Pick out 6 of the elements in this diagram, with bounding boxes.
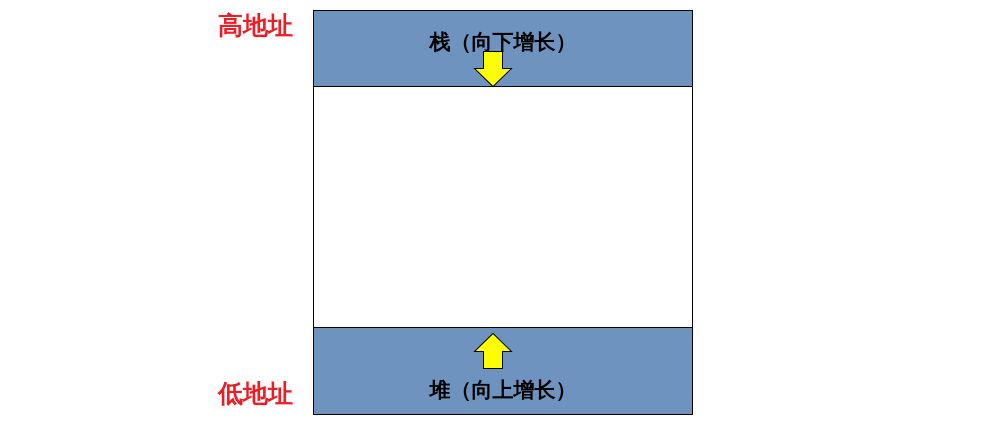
address-label: 低地址 (218, 378, 293, 410)
memory-band (313, 327, 693, 415)
band-label: 堆（向上增长） (430, 378, 576, 402)
memory-band (313, 10, 693, 87)
band-label: 栈（向下增长） (430, 30, 576, 54)
address-label: 高地址 (218, 10, 293, 42)
